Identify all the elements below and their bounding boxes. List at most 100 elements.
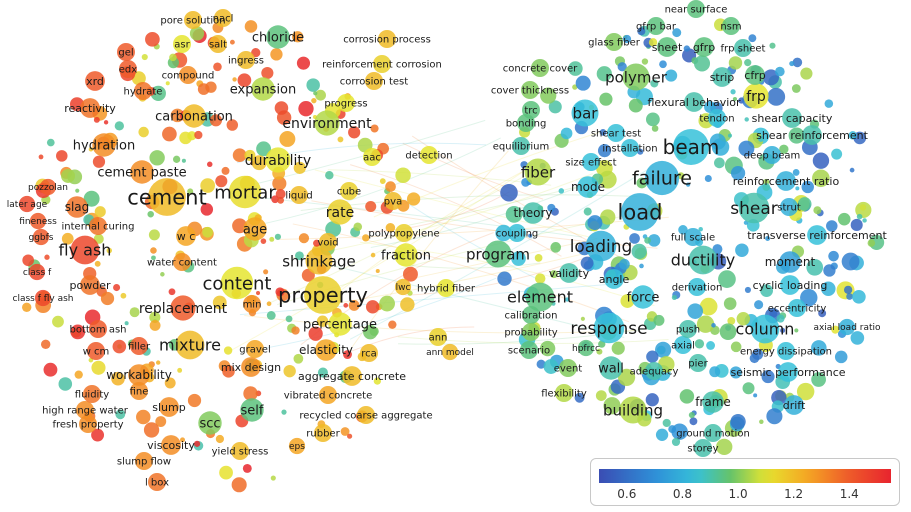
term-label[interactable]: mortar xyxy=(214,182,276,203)
term-label[interactable]: equilibrium xyxy=(493,142,550,153)
term-label[interactable]: gfrp bar xyxy=(636,22,677,33)
term-label[interactable]: nacl xyxy=(213,14,234,25)
term-label[interactable]: corrosion test xyxy=(340,77,408,88)
term-label[interactable]: scenario xyxy=(508,346,550,357)
term-label[interactable]: property xyxy=(278,283,368,307)
term-label[interactable]: beam xyxy=(663,135,720,159)
term-label[interactable]: bar xyxy=(573,104,599,122)
term-label[interactable]: rca xyxy=(361,349,377,360)
term-label[interactable]: fine xyxy=(130,387,149,398)
term-label[interactable]: angle xyxy=(599,273,630,286)
term-label[interactable]: viscosity xyxy=(147,439,195,452)
term-label[interactable]: transverse reinforcement xyxy=(747,229,887,242)
term-label[interactable]: frp xyxy=(746,89,766,105)
term-label[interactable]: mode xyxy=(571,180,605,194)
term-label[interactable]: lwc xyxy=(396,283,411,293)
term-label[interactable]: water content xyxy=(147,258,217,269)
term-label[interactable]: strip xyxy=(710,71,735,84)
term-label[interactable]: tendon xyxy=(699,114,734,125)
term-label[interactable]: content xyxy=(203,273,272,294)
term-label[interactable]: reinforcement corrosion xyxy=(322,60,442,71)
term-label[interactable]: size effect xyxy=(565,158,616,169)
term-label[interactable]: fineness xyxy=(19,217,57,227)
term-label[interactable]: high range water xyxy=(42,406,129,417)
term-label[interactable]: derivation xyxy=(672,283,723,294)
term-label[interactable]: flexural behavior xyxy=(647,96,741,109)
term-label[interactable]: shear capacity xyxy=(752,112,833,125)
term-label[interactable]: pore solution xyxy=(160,16,225,27)
term-label[interactable]: axial xyxy=(671,341,695,352)
term-label[interactable]: coupling xyxy=(496,229,539,240)
term-label[interactable]: slump flow xyxy=(117,457,171,468)
term-label[interactable]: cyclic loading xyxy=(753,279,828,292)
term-label[interactable]: reinforcement ratio xyxy=(733,175,840,188)
term-label[interactable]: calibration xyxy=(505,311,558,322)
term-label[interactable]: rubber xyxy=(306,429,340,440)
term-label[interactable]: ggbfs xyxy=(29,233,54,243)
term-label[interactable]: moment xyxy=(765,255,816,269)
term-label[interactable]: eps xyxy=(289,442,305,452)
term-label[interactable]: event xyxy=(554,364,583,375)
term-label[interactable]: gravel xyxy=(239,345,270,356)
term-label[interactable]: vibrated concrete xyxy=(284,391,372,402)
term-label[interactable]: pier xyxy=(688,359,708,370)
term-label[interactable]: frp sheet xyxy=(721,44,766,55)
term-label[interactable]: salt xyxy=(209,40,227,51)
term-label[interactable]: asr xyxy=(174,40,190,51)
term-label[interactable]: shear test xyxy=(591,129,641,140)
term-label[interactable]: l box xyxy=(145,478,169,489)
term-label[interactable]: class f fly ash xyxy=(13,294,74,304)
term-label[interactable]: nsm xyxy=(720,22,741,33)
term-label[interactable]: ground motion xyxy=(676,429,750,440)
term-label[interactable]: trc xyxy=(524,106,537,117)
term-label[interactable]: failure xyxy=(632,168,692,190)
term-label[interactable]: w cm xyxy=(83,347,110,358)
term-label[interactable]: axial load ratio xyxy=(813,323,881,333)
term-label[interactable]: force xyxy=(627,291,660,306)
term-label[interactable]: frame xyxy=(695,395,731,409)
term-label[interactable]: shear xyxy=(730,199,778,219)
term-label[interactable]: hpfrcc xyxy=(572,344,600,354)
term-label[interactable]: fly ash xyxy=(59,241,112,260)
term-label[interactable]: age xyxy=(243,223,267,238)
term-label[interactable]: validity xyxy=(549,267,590,280)
term-label[interactable]: internal curing xyxy=(62,222,135,233)
term-label[interactable]: durability xyxy=(245,153,311,169)
term-label[interactable]: flexibility xyxy=(541,389,587,400)
term-label[interactable]: mix design xyxy=(221,361,281,374)
term-label[interactable]: liquid xyxy=(285,191,312,202)
term-label[interactable]: cement paste xyxy=(97,166,186,181)
term-label[interactable]: ann xyxy=(429,333,448,344)
term-label[interactable]: slag xyxy=(65,200,90,214)
term-label[interactable]: reactivity xyxy=(64,102,116,115)
term-label[interactable]: xrd xyxy=(86,75,104,88)
term-label[interactable]: hydrate xyxy=(124,87,163,98)
term-label[interactable]: sheet xyxy=(652,41,683,54)
term-label[interactable]: void xyxy=(317,238,338,249)
term-label[interactable]: polymer xyxy=(605,68,668,86)
term-label[interactable]: bonding xyxy=(506,119,547,130)
term-label[interactable]: carbonation xyxy=(155,110,233,125)
term-label[interactable]: edx xyxy=(119,65,138,76)
term-label[interactable]: element xyxy=(507,288,573,307)
term-label[interactable]: deep beam xyxy=(744,151,801,162)
term-label[interactable]: shrinkage xyxy=(282,252,356,270)
term-label[interactable]: recycled coarse aggregate xyxy=(299,411,432,422)
term-label[interactable]: w c xyxy=(177,230,196,243)
term-label[interactable]: strut xyxy=(777,203,801,214)
term-label[interactable]: yield stress xyxy=(212,447,269,458)
term-label[interactable]: replacement xyxy=(139,301,228,317)
term-label[interactable]: installation xyxy=(602,144,657,155)
term-label[interactable]: expansion xyxy=(230,83,297,98)
term-label[interactable]: later age xyxy=(7,200,48,210)
term-label[interactable]: full scale xyxy=(671,233,715,244)
term-label[interactable]: fresh property xyxy=(52,420,123,431)
term-label[interactable]: cube xyxy=(337,187,361,198)
term-label[interactable]: seismic performance xyxy=(730,366,845,379)
term-label[interactable]: theory xyxy=(513,206,552,220)
term-label[interactable]: cover thickness xyxy=(491,86,569,97)
term-label[interactable]: environment xyxy=(282,116,372,132)
term-label[interactable]: compound xyxy=(162,71,215,82)
term-label[interactable]: glass fiber xyxy=(588,38,641,49)
